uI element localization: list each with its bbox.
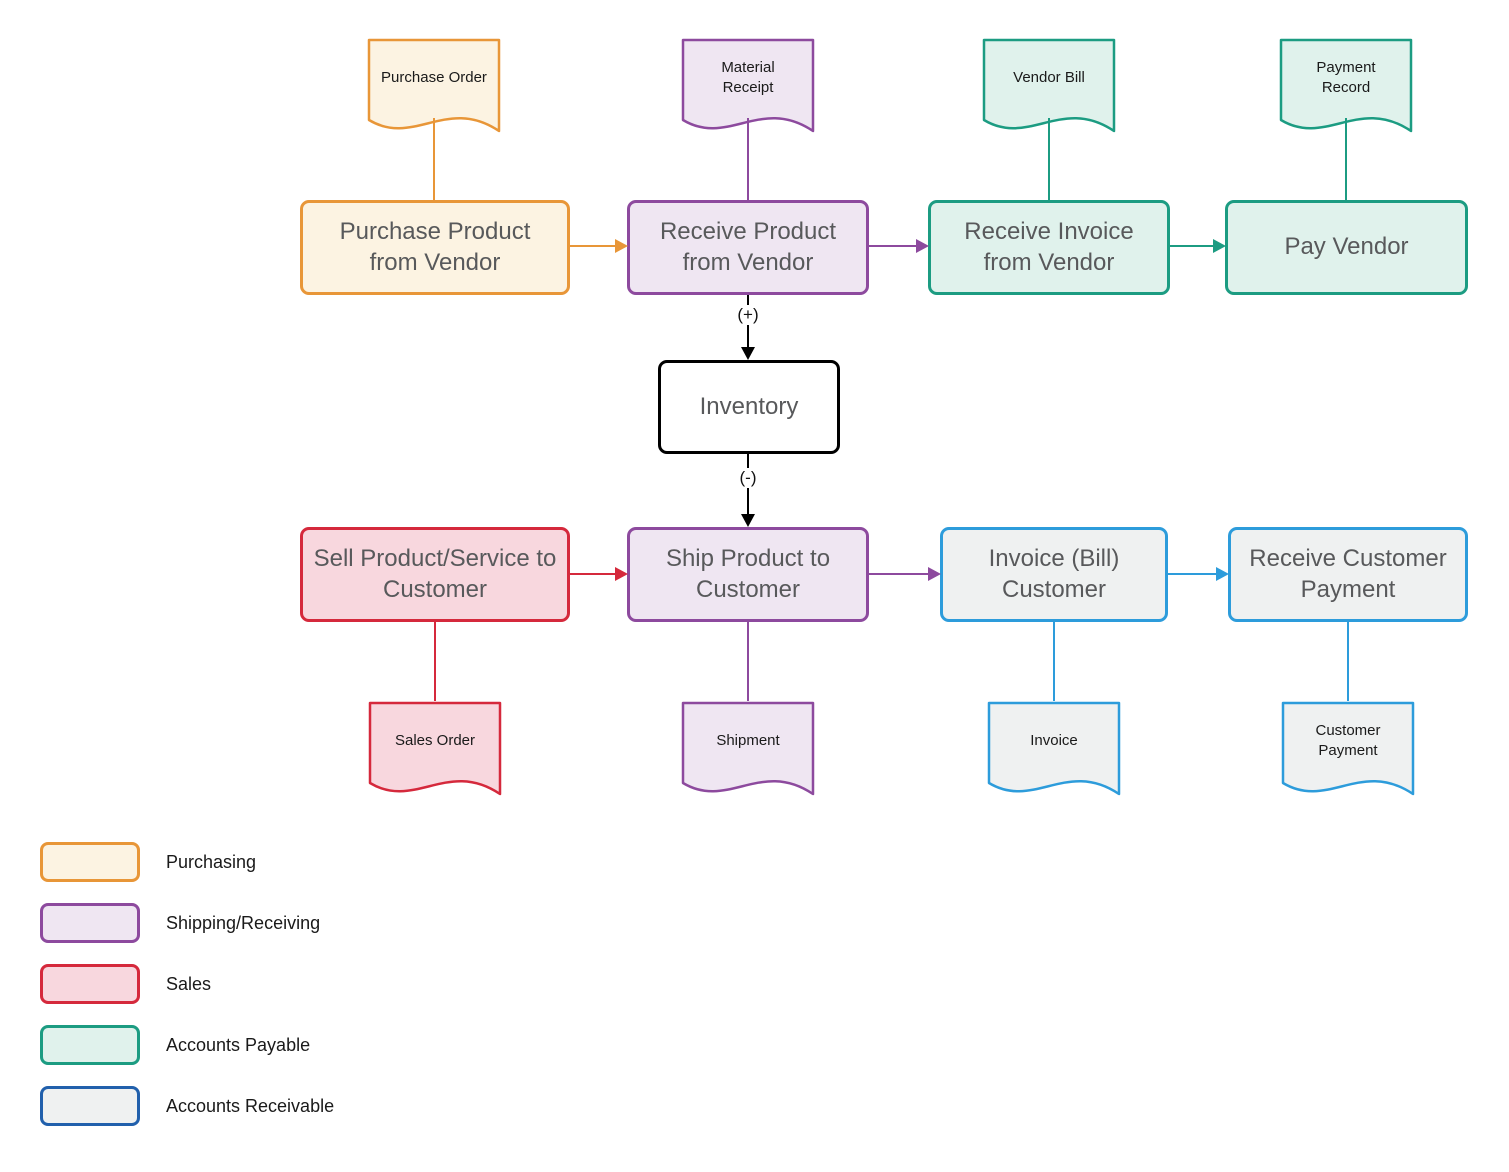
inventory-minus-label: (-)	[730, 468, 766, 488]
connector-invoice	[1053, 622, 1055, 701]
arrowhead-invoice-to-pay	[1213, 239, 1226, 253]
connector-sales-order	[434, 622, 436, 701]
document-icon	[367, 38, 501, 133]
document-label: Sales Order	[394, 731, 476, 749]
document-payment-record: Payment Record	[1279, 38, 1413, 142]
document-label: Payment Record	[1316, 58, 1376, 96]
legend-label-purchasing: Purchasing	[166, 852, 257, 872]
legend-label-accounts-receivable: Accounts Receivable	[166, 1096, 335, 1116]
arrowhead-inventory-to-ship	[741, 514, 755, 527]
legend-swatch-sales	[40, 964, 140, 1004]
legend-swatch-accounts-receivable	[40, 1086, 140, 1126]
node-pay-vendor: Pay Vendor	[1225, 200, 1468, 295]
node-label: Ship Product to Customer	[665, 544, 831, 603]
arrowhead-ship-to-invoice	[928, 567, 941, 581]
node-label: Receive Customer Payment	[1249, 544, 1447, 603]
legend-label-shipping-receiving: Shipping/Receiving	[166, 913, 321, 933]
document-label: Material Receipt	[721, 58, 775, 96]
arrowhead-invoice-to-payment	[1216, 567, 1229, 581]
connector-payment-record	[1345, 118, 1347, 200]
document-icon	[681, 38, 815, 133]
document-icon	[1279, 38, 1413, 133]
node-label: Invoice (Bill) Customer	[988, 544, 1120, 603]
document-icon	[1281, 701, 1415, 796]
legend-swatch-accounts-payable	[40, 1025, 140, 1065]
arrow-line-ship-to-invoice	[869, 573, 929, 575]
arrow-line-invoice-to-pay	[1170, 245, 1214, 247]
legend-swatch-purchasing	[40, 842, 140, 882]
document-icon	[982, 38, 1116, 133]
node-label: Pay Vendor	[1284, 233, 1409, 261]
node-label: Receive Invoice from Vendor	[964, 217, 1134, 276]
document-label: Shipment	[716, 731, 780, 749]
legend-swatch-shipping-receiving	[40, 903, 140, 943]
arrowhead-sell-to-ship	[615, 567, 628, 581]
document-label: Invoice	[1030, 731, 1078, 749]
node-label: Receive Product from Vendor	[659, 217, 837, 276]
document-customer-payment: Customer Payment	[1281, 701, 1415, 805]
document-icon	[368, 701, 502, 796]
arrowhead-receive-to-invoice	[916, 239, 929, 253]
document-invoice: Invoice	[987, 701, 1121, 805]
connector-purchase-order	[433, 118, 435, 200]
node-inventory: Inventory	[658, 360, 840, 454]
connector-vendor-bill	[1048, 118, 1050, 200]
node-receive-invoice-from-vendor: Receive Invoice from Vendor	[928, 200, 1170, 295]
arrowhead-receive-to-inventory	[741, 347, 755, 360]
legend-label-sales: Sales	[166, 974, 212, 994]
node-label: Inventory	[699, 392, 799, 420]
node-label: Purchase Product from Vendor	[339, 217, 531, 276]
document-purchase-order: Purchase Order	[367, 38, 501, 142]
connector-customer-payment	[1347, 622, 1349, 701]
connector-material-receipt	[747, 118, 749, 200]
document-label: Customer Payment	[1315, 721, 1381, 759]
node-ship-product-to-customer: Ship Product to Customer	[627, 527, 869, 622]
connector-shipment	[747, 622, 749, 701]
document-shipment: Shipment	[681, 701, 815, 805]
arrowhead-purchase-to-receive	[615, 239, 628, 253]
arrow-line-receive-to-invoice	[869, 245, 917, 247]
node-invoice-bill-customer: Invoice (Bill) Customer	[940, 527, 1168, 622]
document-label: Vendor Bill	[1013, 68, 1085, 86]
node-sell-product-service-to-customer: Sell Product/Service to Customer	[300, 527, 570, 622]
node-label: Sell Product/Service to Customer	[313, 544, 557, 603]
arrow-line-purchase-to-receive	[570, 245, 616, 247]
node-purchase-product-from-vendor: Purchase Product from Vendor	[300, 200, 570, 295]
legend-label-accounts-payable: Accounts Payable	[166, 1035, 311, 1055]
document-icon	[987, 701, 1121, 796]
arrow-line-invoice-to-payment	[1168, 573, 1217, 575]
node-receive-product-from-vendor: Receive Product from Vendor	[627, 200, 869, 295]
inventory-plus-label: (+)	[730, 305, 766, 325]
document-icon	[681, 701, 815, 796]
document-vendor-bill: Vendor Bill	[982, 38, 1116, 142]
document-material-receipt: Material Receipt	[681, 38, 815, 142]
node-receive-customer-payment: Receive Customer Payment	[1228, 527, 1468, 622]
document-sales-order: Sales Order	[368, 701, 502, 805]
arrow-line-sell-to-ship	[570, 573, 616, 575]
document-label: Purchase Order	[381, 68, 487, 86]
